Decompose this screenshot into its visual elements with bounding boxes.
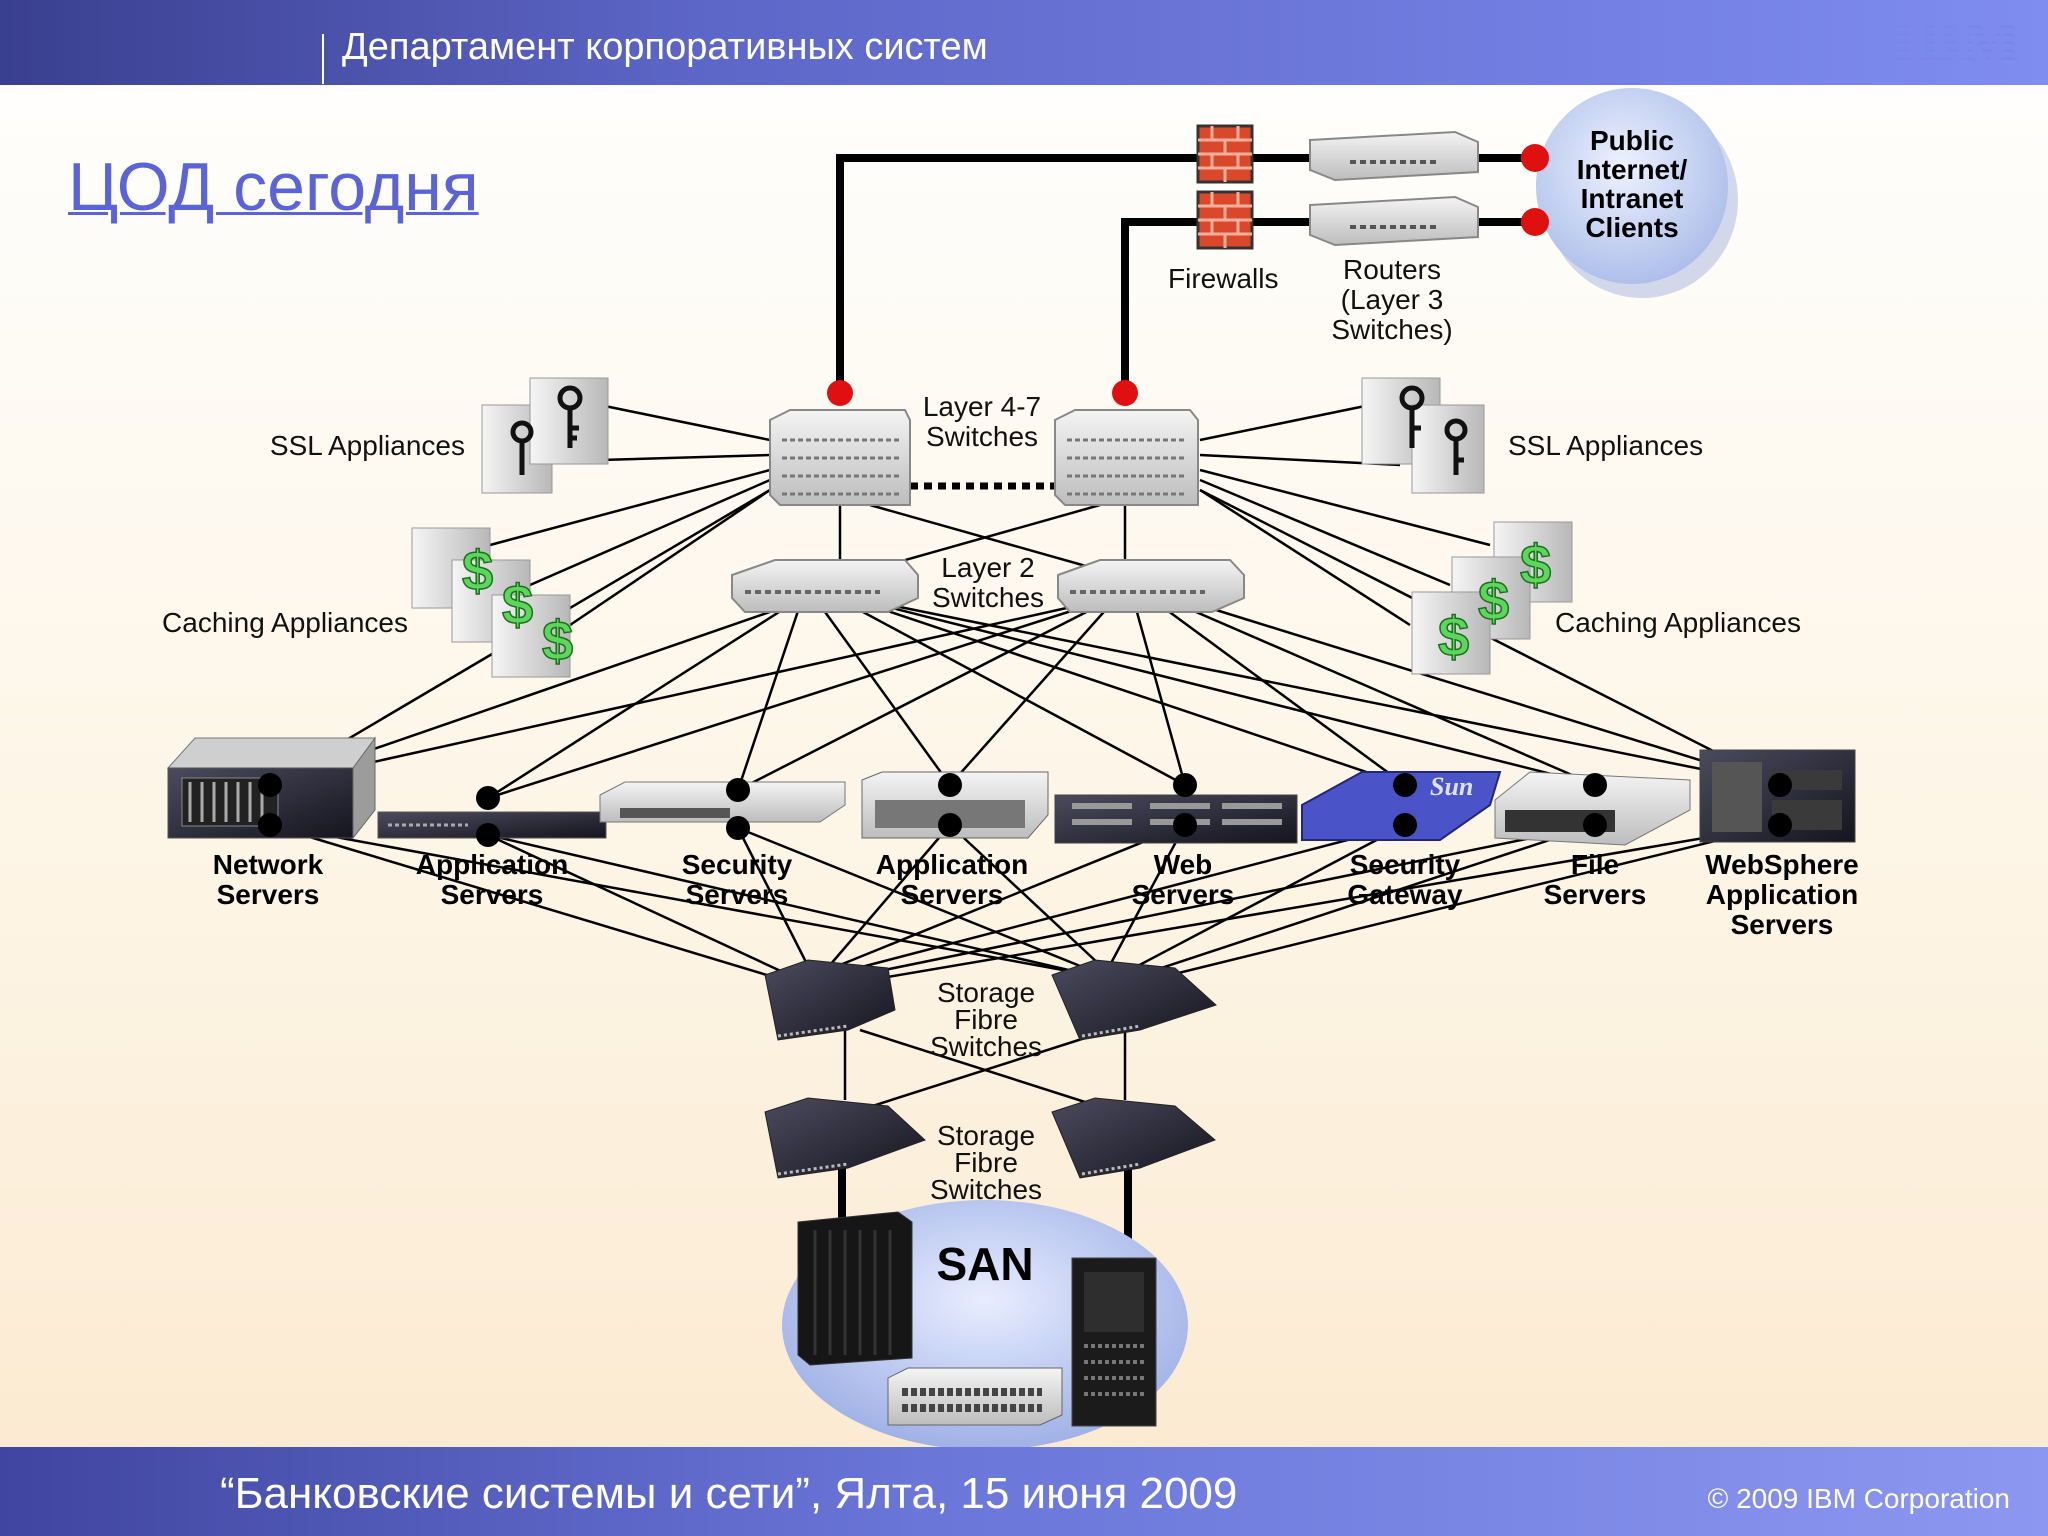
routers-label-line3: Switches) (1331, 314, 1452, 345)
file-server-icon (1494, 771, 1691, 846)
layer47-switch-icon (769, 409, 911, 506)
security-server-icon (599, 781, 846, 823)
layer2-switch-icon (1057, 559, 1245, 613)
header-separator (322, 34, 324, 84)
storage-fibre-1-line3: Switches (930, 1031, 1042, 1062)
server-ports (258, 773, 1792, 847)
routers-label-line1: Routers (1343, 254, 1441, 285)
server-label: WebSphere (1705, 849, 1859, 880)
server-label: Security (1350, 849, 1461, 880)
server-label: File (1571, 849, 1619, 880)
server-label: Servers (217, 879, 320, 910)
server-label: Servers (1132, 879, 1235, 910)
caching-left-label: Caching Appliances (162, 607, 408, 638)
cache-symbol: $ (502, 573, 533, 636)
layer2-label-line2: Switches (932, 582, 1044, 613)
security-gateway-icon: Sun (1301, 771, 1502, 841)
server-label: Servers (686, 879, 789, 910)
cloud-label-line3: Intranet (1581, 183, 1684, 214)
router-icon (1309, 195, 1479, 247)
layer47-switch-icon (1054, 409, 1199, 506)
cache-symbol: $ (1478, 569, 1509, 632)
ibm-logo-text: IBM (1892, 10, 2034, 72)
copyright: © 2009 IBM Corporation (1707, 1483, 2010, 1514)
storage-fibre-2-line3: Switches (930, 1174, 1042, 1205)
server-label: Servers (1544, 879, 1647, 910)
sun-logo: Sun (1430, 772, 1473, 801)
storage-fibre-1-line2: Fibre (954, 1004, 1018, 1035)
layer47-label-line2: Switches (926, 421, 1038, 452)
caching-appliance-icon: $ $ $ (411, 527, 574, 678)
storage-fibre-switch-icon (1051, 959, 1217, 1041)
red-connector (1112, 380, 1138, 406)
cloud-label-line2: Internet/ (1577, 154, 1688, 185)
storage-fibre-2-line1: Storage (937, 1120, 1035, 1151)
ssl-right-label: SSL Appliances (1508, 430, 1703, 461)
cache-symbol: $ (542, 609, 573, 672)
storage-fibre-switch-icon (764, 1097, 926, 1179)
storage-fibre-switch-icon (764, 959, 896, 1041)
server-label: Application (416, 849, 568, 880)
server-label: Application (876, 849, 1028, 880)
san-label: SAN (936, 1238, 1033, 1290)
footer-bar: “Банковские системы и сети”, Ялта, 15 ию… (0, 1447, 2048, 1536)
firewalls-label: Firewalls (1168, 263, 1278, 294)
web-server-icon (1054, 794, 1298, 844)
storage-rack-icon (1071, 1257, 1157, 1427)
red-connector (1521, 208, 1549, 236)
cache-symbol: $ (462, 539, 493, 602)
department-name: Департамент корпоративных систем (342, 26, 988, 68)
server-label: Servers (1731, 909, 1834, 940)
server-label: Servers (901, 879, 1004, 910)
firewall-icon (1196, 190, 1254, 250)
disk-enclosure-icon (887, 1367, 1063, 1426)
ibm-logo: IBM (1892, 10, 2034, 72)
connection-lines (269, 403, 1781, 1112)
red-connector (827, 380, 853, 406)
ssl-left-label: SSL Appliances (270, 430, 465, 461)
router-icon (1309, 130, 1479, 182)
server-label: Servers (441, 879, 544, 910)
server-label: Security (682, 849, 793, 880)
storage-fibre-2-line2: Fibre (954, 1147, 1018, 1178)
ssl-appliance-icon (481, 377, 609, 494)
header-bar: Департамент корпоративных систем IBM (0, 0, 2048, 85)
server-label: Application (1706, 879, 1858, 910)
cloud-label-line1: Public (1590, 125, 1674, 156)
layer2-switch-icon (731, 559, 919, 613)
layer47-label-line1: Layer 4-7 (923, 391, 1041, 422)
storage-fibre-switch-icon (1051, 1097, 1216, 1179)
server-label: Web (1154, 849, 1213, 880)
caching-appliance-icon: $ $ $ (1411, 521, 1573, 675)
storage-array-icon (797, 1211, 913, 1366)
cache-symbol: $ (1520, 533, 1551, 596)
cache-symbol: $ (1438, 605, 1469, 668)
layer2-label-line1: Layer 2 (941, 552, 1034, 583)
red-connector (1521, 144, 1549, 172)
caching-right-label: Caching Appliances (1555, 607, 1801, 638)
firewall-icon (1196, 124, 1254, 184)
cloud-label-line4: Clients (1585, 212, 1678, 243)
routers-label-line2: (Layer 3 (1341, 284, 1444, 315)
ssl-appliance-icon (1361, 377, 1485, 494)
storage-fibre-1-line1: Storage (937, 977, 1035, 1008)
internet-cloud: Public Internet/ Intranet Clients (1536, 88, 1738, 298)
event-caption: “Банковские системы и сети”, Ялта, 15 ию… (220, 1469, 1238, 1518)
server-label: Network (213, 849, 324, 880)
server-label: Gateway (1347, 879, 1463, 910)
page-title[interactable]: ЦОД сегодня (68, 149, 479, 225)
